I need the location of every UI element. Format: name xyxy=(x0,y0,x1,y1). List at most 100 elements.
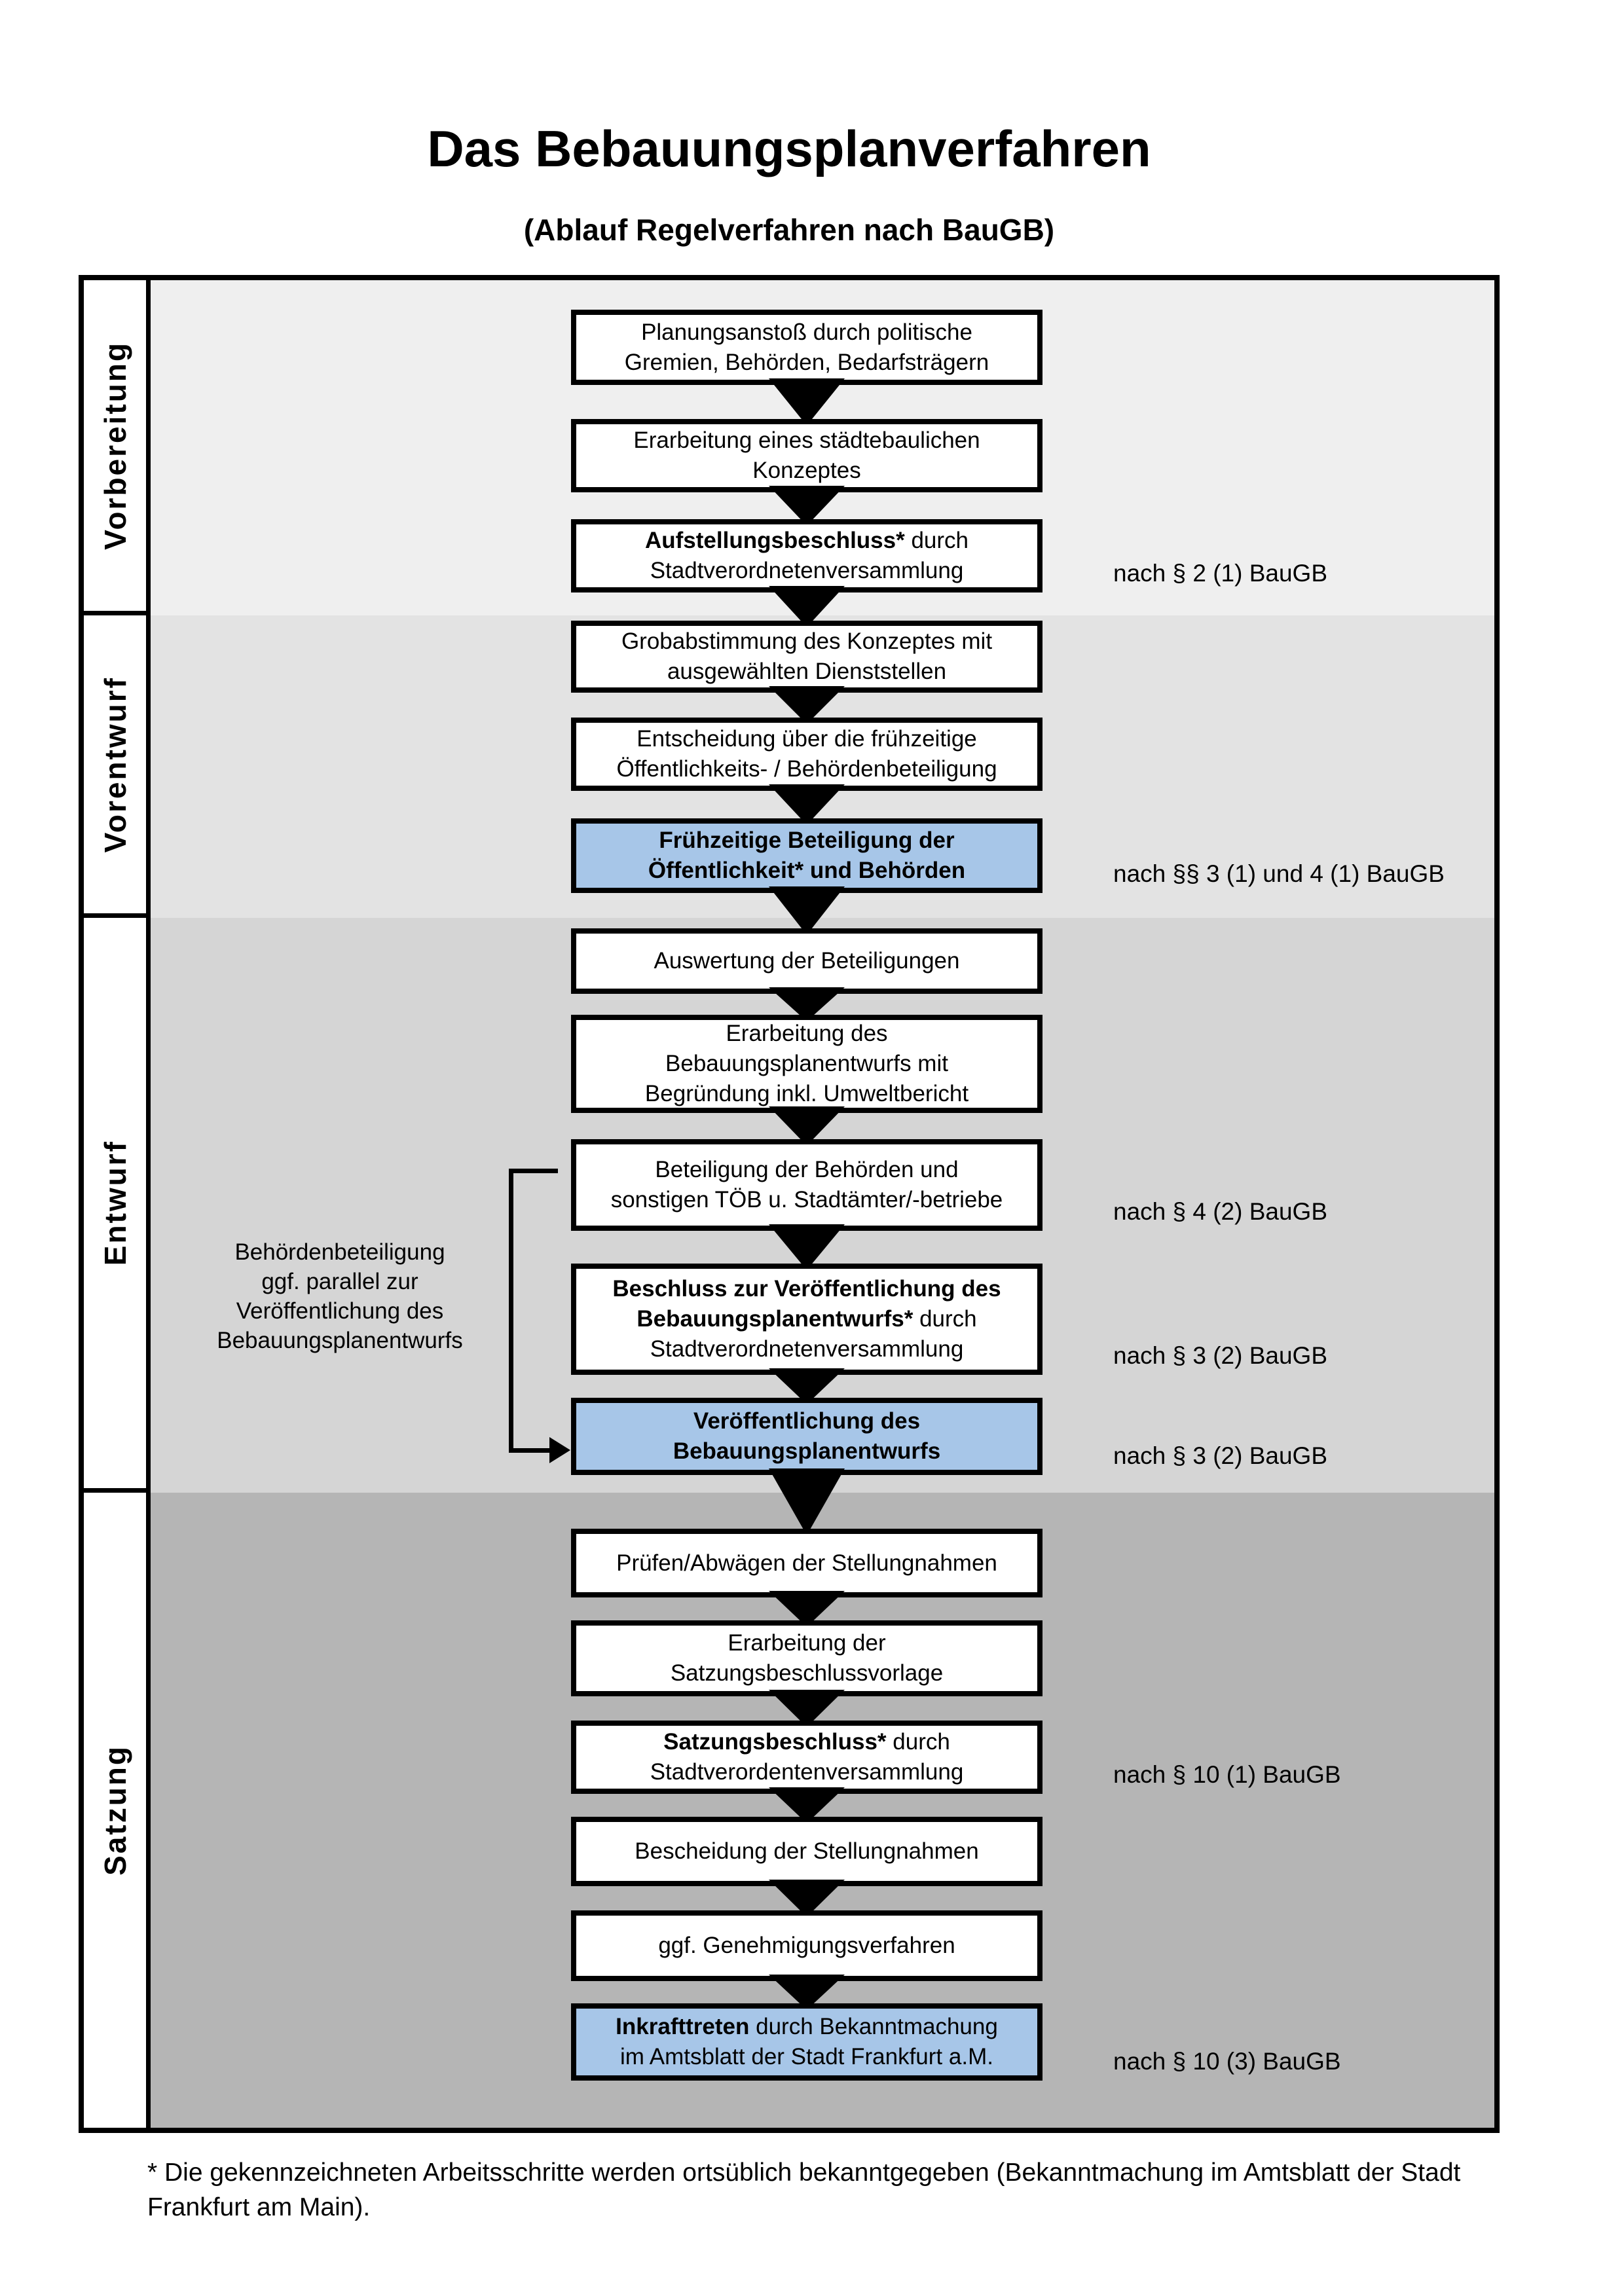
flow-step-text: Prüfen/Abwägen der Stellungnahmen xyxy=(616,1550,997,1576)
flow-step-text-line: Gremien, Behörden, Bedarfsträgern xyxy=(625,348,989,378)
parallel-note: Behördenbeteiligung ggf. parallel zur Ve… xyxy=(170,1237,510,1355)
parallel-connector-vertical-line xyxy=(509,1169,513,1453)
flow-layer: Behördenbeteiligung ggf. parallel zur Ve… xyxy=(84,280,1494,2128)
flow-step-text: Veröffentlichung des xyxy=(693,1408,921,1434)
flow-step-text: Frühzeitige Beteiligung der xyxy=(659,828,955,853)
flow-step: Auswertung der Beteiligungen xyxy=(571,928,1043,994)
flow-step-text: Erarbeitung der xyxy=(728,1630,886,1656)
flow-step: Grobabstimmung des Konzeptes mit ausgewäh… xyxy=(571,621,1043,693)
arrow-down-icon xyxy=(769,1468,845,1535)
flow-step-text-line: Planungsanstoß durch politische xyxy=(641,318,972,348)
flow-step-text-line: Erarbeitung der xyxy=(728,1628,885,1658)
flow-step-text: Konzeptes xyxy=(752,458,861,483)
parallel-connector-bottom-line xyxy=(509,1448,551,1453)
flowchart-frame: Vorbereitung Vorentwurf Entwurf Satzung … xyxy=(79,275,1500,2133)
flow-step-text: Stadtverordnetenversammlung xyxy=(650,1336,964,1362)
page-subtitle: (Ablauf Regelverfahren nach BauGB) xyxy=(523,213,1055,247)
flow-step-text: Öffentlichkeit* und Behörden xyxy=(648,858,966,883)
footnote-line: * Die gekennzeichneten Arbeitsschritte w… xyxy=(147,2159,1461,2187)
legal-reference: nach § 2 (1) BauGB xyxy=(1113,560,1328,587)
flow-step-text: Bebauungsplanentwurfs xyxy=(673,1438,941,1464)
flow-step-text: Grobabstimmung des Konzeptes mit xyxy=(621,629,993,654)
flow-step-text-line: Beteiligung der Behörden und xyxy=(655,1155,958,1185)
flow-step-text: Erarbeitung des xyxy=(726,1021,888,1046)
legal-reference: nach § 3 (2) BauGB xyxy=(1113,1342,1328,1369)
flow-step-text-line: sonstigen TÖB u. Stadtämter/-betriebe xyxy=(611,1185,1003,1215)
flow-step-text: Satzungsbeschluss* xyxy=(663,1729,887,1755)
flow-step-text-line: Bescheidung der Stellungnahmen xyxy=(635,1836,978,1867)
footnote-line: Frankfurt am Main). xyxy=(147,2193,371,2221)
flow-step-text-line: Satzungsbeschlussvorlage xyxy=(671,1658,943,1688)
flow-step: ggf. Genehmigungsverfahren xyxy=(571,1910,1043,1981)
legal-reference: nach §§ 3 (1) und 4 (1) BauGB xyxy=(1113,860,1445,887)
flow-step-text: Bescheidung der Stellungnahmen xyxy=(635,1838,979,1864)
flow-step-text: sonstigen TÖB u. Stadtämter/-betriebe xyxy=(610,1187,1003,1212)
flow-step-text-line: Satzungsbeschluss* durch xyxy=(663,1727,950,1757)
flow-step-text: ausgewählten Dienststellen xyxy=(667,659,947,684)
legal-reference: nach § 10 (3) BauGB xyxy=(1113,2048,1341,2075)
flow-step-text-line: Öffentlichkeit* und Behörden xyxy=(648,856,965,886)
flow-step-text: durch Bekanntmachung xyxy=(749,2014,998,2039)
flow-step-text: Inkrafttreten xyxy=(616,2014,750,2039)
flow-step-text-line: Konzeptes xyxy=(752,456,860,486)
arrow-down-icon xyxy=(769,486,845,526)
flow-step-text: Auswertung der Beteiligungen xyxy=(654,948,960,974)
flow-step-text: durch xyxy=(886,1729,950,1755)
flow-step-text-line: Stadtverordentenversammlung xyxy=(650,1757,964,1787)
flow-step-text-line: Beschluss zur Veröffentlichung des xyxy=(612,1274,1001,1304)
flow-step-text-line: Prüfen/Abwägen der Stellungnahmen xyxy=(616,1548,997,1578)
parallel-connector-top-line xyxy=(509,1169,558,1173)
parallel-note-line: Bebauungsplanentwurfs xyxy=(217,1328,463,1353)
flow-step-text-line: Begründung inkl. Umweltbericht xyxy=(645,1079,969,1109)
flow-step-text-line: im Amtsblatt der Stadt Frankfurt a.M. xyxy=(620,2042,993,2072)
flow-step-text-line: Bebauungsplanentwurfs* durch xyxy=(637,1304,976,1334)
flow-step-text: Stadtverordentenversammlung xyxy=(650,1759,964,1785)
flow-step-text-line: Auswertung der Beteiligungen xyxy=(654,946,960,976)
phase-label-vorbereitung: Vorbereitung xyxy=(84,280,146,615)
arrow-down-icon xyxy=(769,886,845,935)
flow-step-text: ggf. Genehmigungsverfahren xyxy=(658,1933,955,1958)
flow-step-text: Beschluss zur Veröffentlichung des xyxy=(612,1276,1001,1302)
arrow-down-icon xyxy=(769,1224,845,1270)
parallel-note-line: Veröffentlichung des xyxy=(236,1298,444,1324)
flow-step-text-line: Erarbeitung des xyxy=(726,1019,887,1049)
flow-step-text: Beteiligung der Behörden und xyxy=(655,1157,959,1182)
flow-step-text: Erarbeitung eines städtebaulichen xyxy=(633,428,980,453)
flow-step-text: durch xyxy=(913,1306,977,1332)
legal-reference: nach § 10 (1) BauGB xyxy=(1113,1761,1341,1788)
page-title: Das Bebauungsplanverfahren xyxy=(427,120,1151,177)
flow-step-text-line: Erarbeitung eines städtebaulichen xyxy=(633,426,980,456)
phase-label-vorentwurf: Vorentwurf xyxy=(84,615,146,918)
flow-step-text-line: Grobabstimmung des Konzeptes mit xyxy=(621,627,992,657)
flow-step-text: Stadtverordnetenversammlung xyxy=(650,558,964,583)
legal-reference: nach § 3 (2) BauGB xyxy=(1113,1442,1328,1469)
legal-reference: nach § 4 (2) BauGB xyxy=(1113,1198,1328,1225)
flow-step: Bescheidung der Stellungnahmen xyxy=(571,1817,1043,1886)
footnote: * Die gekennzeichneten Arbeitsschritte w… xyxy=(147,2155,1529,2225)
arrow-down-icon xyxy=(769,378,845,426)
parallel-note-line: ggf. parallel zur xyxy=(261,1269,418,1294)
flow-step-text: Planungsanstoß durch politische xyxy=(641,319,972,345)
flow-step: Prüfen/Abwägen der Stellungnahmen xyxy=(571,1529,1043,1597)
flow-step-text: Öffentlichkeits- / Behördenbeteiligung xyxy=(616,756,997,782)
flow-step-text: Satzungsbeschlussvorlage xyxy=(670,1660,944,1686)
flow-step-text: Begründung inkl. Umweltbericht xyxy=(644,1081,969,1106)
parallel-note-line: Behördenbeteiligung xyxy=(234,1239,445,1265)
flow-step-text-line: Aufstellungsbeschluss* durch xyxy=(645,526,969,556)
flow-step-highlighted: Inkrafttreten durch Bekanntmachung im Amt… xyxy=(571,2003,1043,2081)
parallel-connector-arrow-right-icon xyxy=(549,1437,570,1463)
phase-label-entwurf: Entwurf xyxy=(84,918,146,1493)
flow-step-text: Aufstellungsbeschluss* xyxy=(644,528,905,553)
flow-step-text-line: Bebauungsplanentwurfs xyxy=(673,1436,940,1467)
flow-step-text: Gremien, Behörden, Bedarfsträgern xyxy=(624,349,989,375)
flow-step-text-line: ausgewählten Dienststellen xyxy=(667,657,946,687)
arrow-down-icon xyxy=(769,784,845,825)
